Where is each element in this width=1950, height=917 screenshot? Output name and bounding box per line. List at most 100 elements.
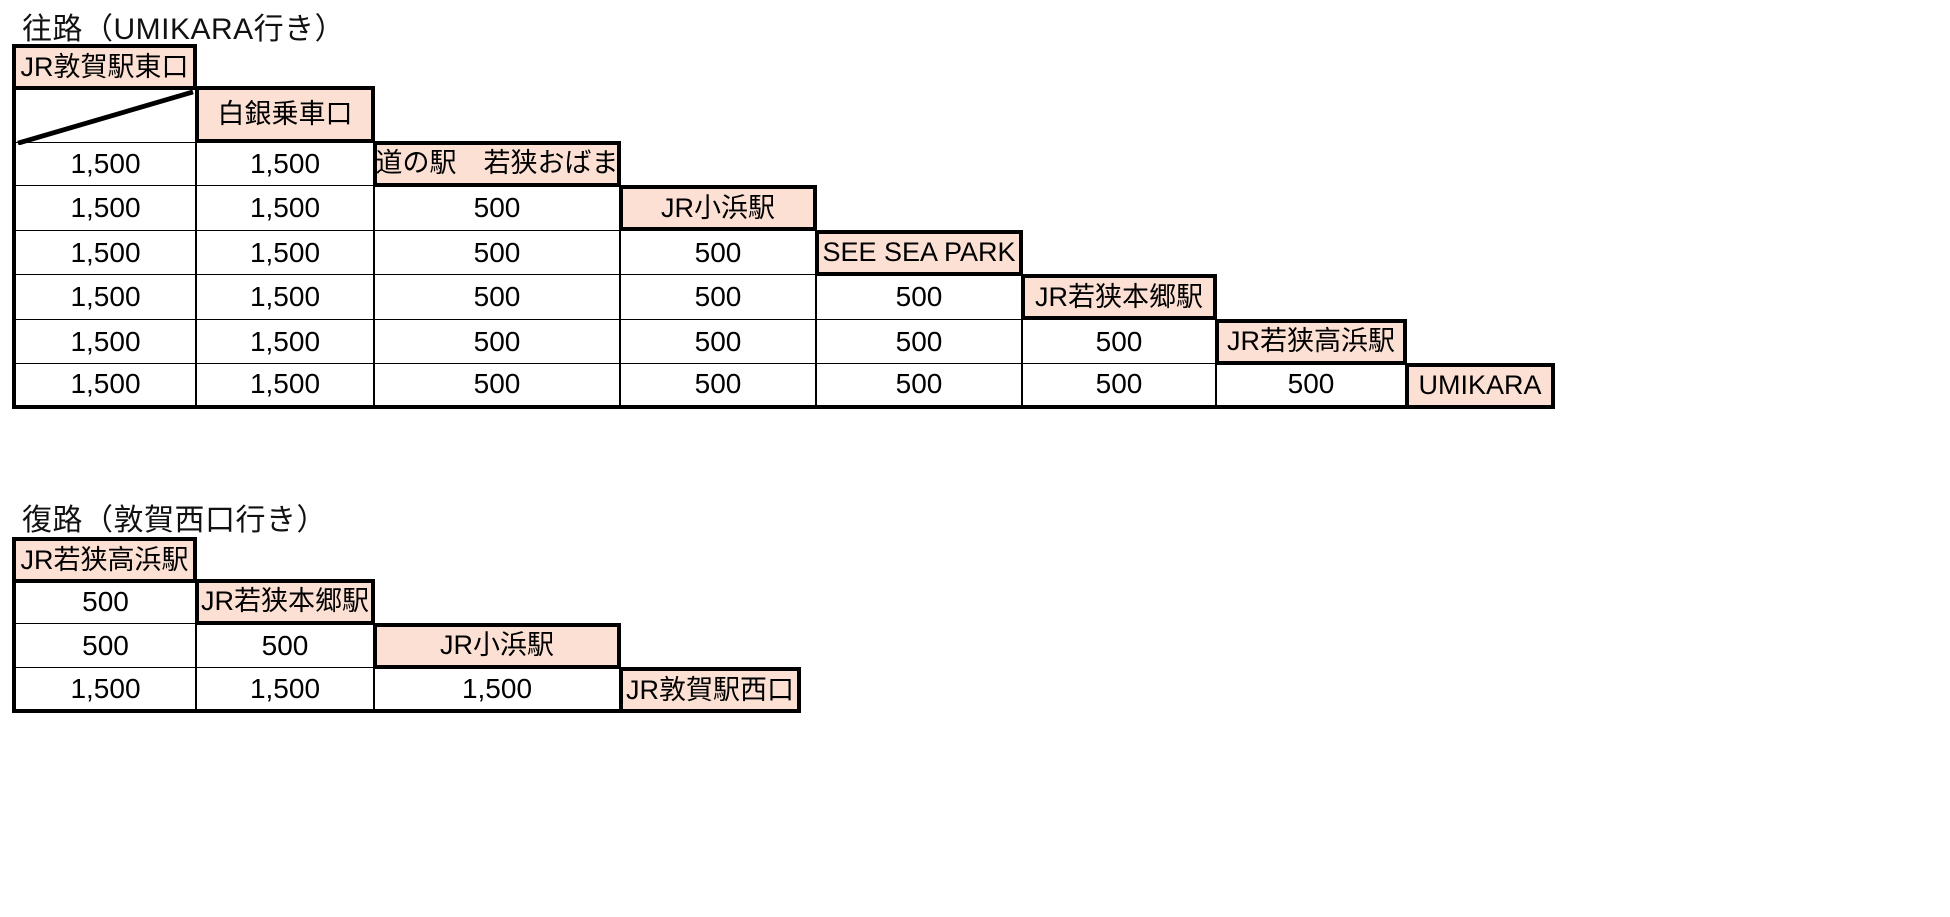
outbound-fare-cell: 1,500 [195,362,375,409]
outbound-fare-value: 500 [473,281,521,313]
outbound-fare-cell: 1,500 [12,274,197,321]
outbound-fare-cell: 500 [619,318,817,365]
outbound-fare-cell: 1,500 [195,229,375,276]
inbound-station-label: JR若狭高浜駅 [20,544,189,575]
table-row: 500 500 JR小浜駅 [12,622,797,669]
table-row: JR若狭高浜駅 [12,537,797,583]
outbound-station-label: 道の駅 若狭おばま [375,148,619,179]
inbound-fare-cell: 1,500 [373,667,621,714]
outbound-station-header-cell: 道の駅 若狭おばま [373,140,621,187]
outbound-fare-cell: 1,500 [12,318,197,365]
inbound-fare-value: 500 [82,629,129,661]
outbound-station-header-cell: SEE SEA PARK [815,229,1023,276]
inbound-station-label: JR小浜駅 [440,630,554,661]
outbound-station-label: 白銀乗車口 [217,98,353,129]
outbound-fare-cell: 500 [619,274,817,321]
outbound-fare-value: 500 [1287,368,1335,400]
outbound-fare-value: 1,500 [70,281,141,313]
outbound-fare-cell: 500 [373,185,621,232]
inbound-fare-cell: 500 [12,578,197,625]
outbound-fare-cell: 500 [1021,318,1217,365]
outbound-fare-cell: 500 [815,362,1023,409]
inbound-fare-value: 1,500 [249,672,321,704]
outbound-fare-value: 500 [473,368,521,400]
inbound-fare-cell: 1,500 [12,667,197,714]
outbound-station-header-cell: 白銀乗車口 [195,85,375,143]
outbound-fare-cell: 500 [373,362,621,409]
inbound-section-title: 復路（敦賀西口行き） [22,504,327,537]
outbound-fare-cell: 500 [373,318,621,365]
outbound-fare-value: 500 [1095,325,1143,357]
outbound-fare-value: 500 [895,368,943,400]
inbound-fare-value: 500 [261,629,309,661]
outbound-fare-cell: 1,500 [12,185,197,232]
inbound-fare-cell: 1,500 [195,667,375,714]
outbound-fare-cell: 1,500 [12,140,197,187]
inbound-station-label: JR若狭本郷駅 [201,586,369,616]
outbound-station-header-cell: JR若狭高浜駅 [1215,318,1407,365]
outbound-station-label: JR小浜駅 [661,192,775,223]
outbound-fare-cell: 1,500 [195,318,375,365]
table-row: 1,500 1,500 500 500 500 500 500 UMIKARA [12,362,1555,409]
outbound-fare-value: 1,500 [249,147,321,179]
outbound-station-header-cell: JR若狭本郷駅 [1021,274,1217,321]
outbound-fare-cell: 500 [373,229,621,276]
inbound-fare-value: 1,500 [70,672,141,704]
outbound-fare-value: 1,500 [249,325,321,357]
outbound-fare-value: 1,500 [70,192,141,224]
outbound-diagonal-slash-icon [17,89,194,145]
outbound-fare-cell: 500 [1215,362,1407,409]
outbound-station-label: SEE SEA PARK [822,237,1016,268]
outbound-fare-value: 1,500 [249,281,321,313]
outbound-fare-value: 1,500 [249,236,321,268]
inbound-fare-cell: 500 [195,622,375,669]
outbound-fare-value: 1,500 [70,368,141,400]
outbound-station-label: JR若狭高浜駅 [1227,326,1395,357]
outbound-station-label: UMIKARA [1418,370,1542,401]
outbound-fare-value: 500 [694,368,742,400]
outbound-fare-cell: 1,500 [12,229,197,276]
outbound-station-header-cell: JR敦賀駅東口 [12,44,197,90]
outbound-fare-cell: 500 [815,318,1023,365]
table-row: JR敦賀駅東口 [12,44,1551,90]
outbound-fare-cell: 500 [619,229,817,276]
table-row: 1,500 1,500 500 500 500 500 JR若狭高浜駅 [12,318,1551,365]
outbound-fare-value: 500 [895,325,943,357]
outbound-fare-value: 500 [473,236,521,268]
table-row: 1,500 1,500 道の駅 若狭おばま [12,140,1551,187]
outbound-diagonal-blank-cell [12,85,197,145]
outbound-fare-value: 1,500 [70,236,141,268]
outbound-fare-cell: 1,500 [195,274,375,321]
outbound-fare-cell: 500 [373,274,621,321]
outbound-fare-value: 1,500 [249,368,321,400]
outbound-station-label: JR敦賀駅東口 [20,51,189,82]
outbound-fare-cell: 1,500 [195,185,375,232]
outbound-fare-value: 500 [473,325,521,357]
inbound-station-label: JR敦賀駅西口 [626,674,794,705]
outbound-fare-cell: 1,500 [12,362,197,409]
table-row: 1,500 1,500 500 JR小浜駅 [12,185,1551,232]
outbound-fare-cell: 500 [815,274,1023,321]
outbound-section-title: 往路（UMIKARA行き） [22,13,346,46]
outbound-station-header-cell: UMIKARA [1405,362,1555,409]
outbound-station-header-cell: JR小浜駅 [619,185,817,232]
outbound-fare-value: 500 [895,281,943,313]
outbound-fare-cell: 500 [1021,362,1217,409]
outbound-station-label: JR若狭本郷駅 [1035,281,1203,312]
inbound-station-header-cell: JR若狭高浜駅 [12,537,197,583]
outbound-fare-value: 500 [473,192,521,224]
inbound-station-header-cell: JR若狭本郷駅 [195,578,375,625]
outbound-fare-cell: 500 [619,362,817,409]
outbound-fare-cell: 1,500 [195,140,375,187]
table-row: 1,500 1,500 500 500 500 JR若狭本郷駅 [12,274,1551,321]
outbound-fare-value: 1,500 [70,325,141,357]
inbound-station-header-cell: JR小浜駅 [373,622,621,669]
inbound-fare-cell: 500 [12,622,197,669]
outbound-fare-value: 500 [1095,368,1143,400]
